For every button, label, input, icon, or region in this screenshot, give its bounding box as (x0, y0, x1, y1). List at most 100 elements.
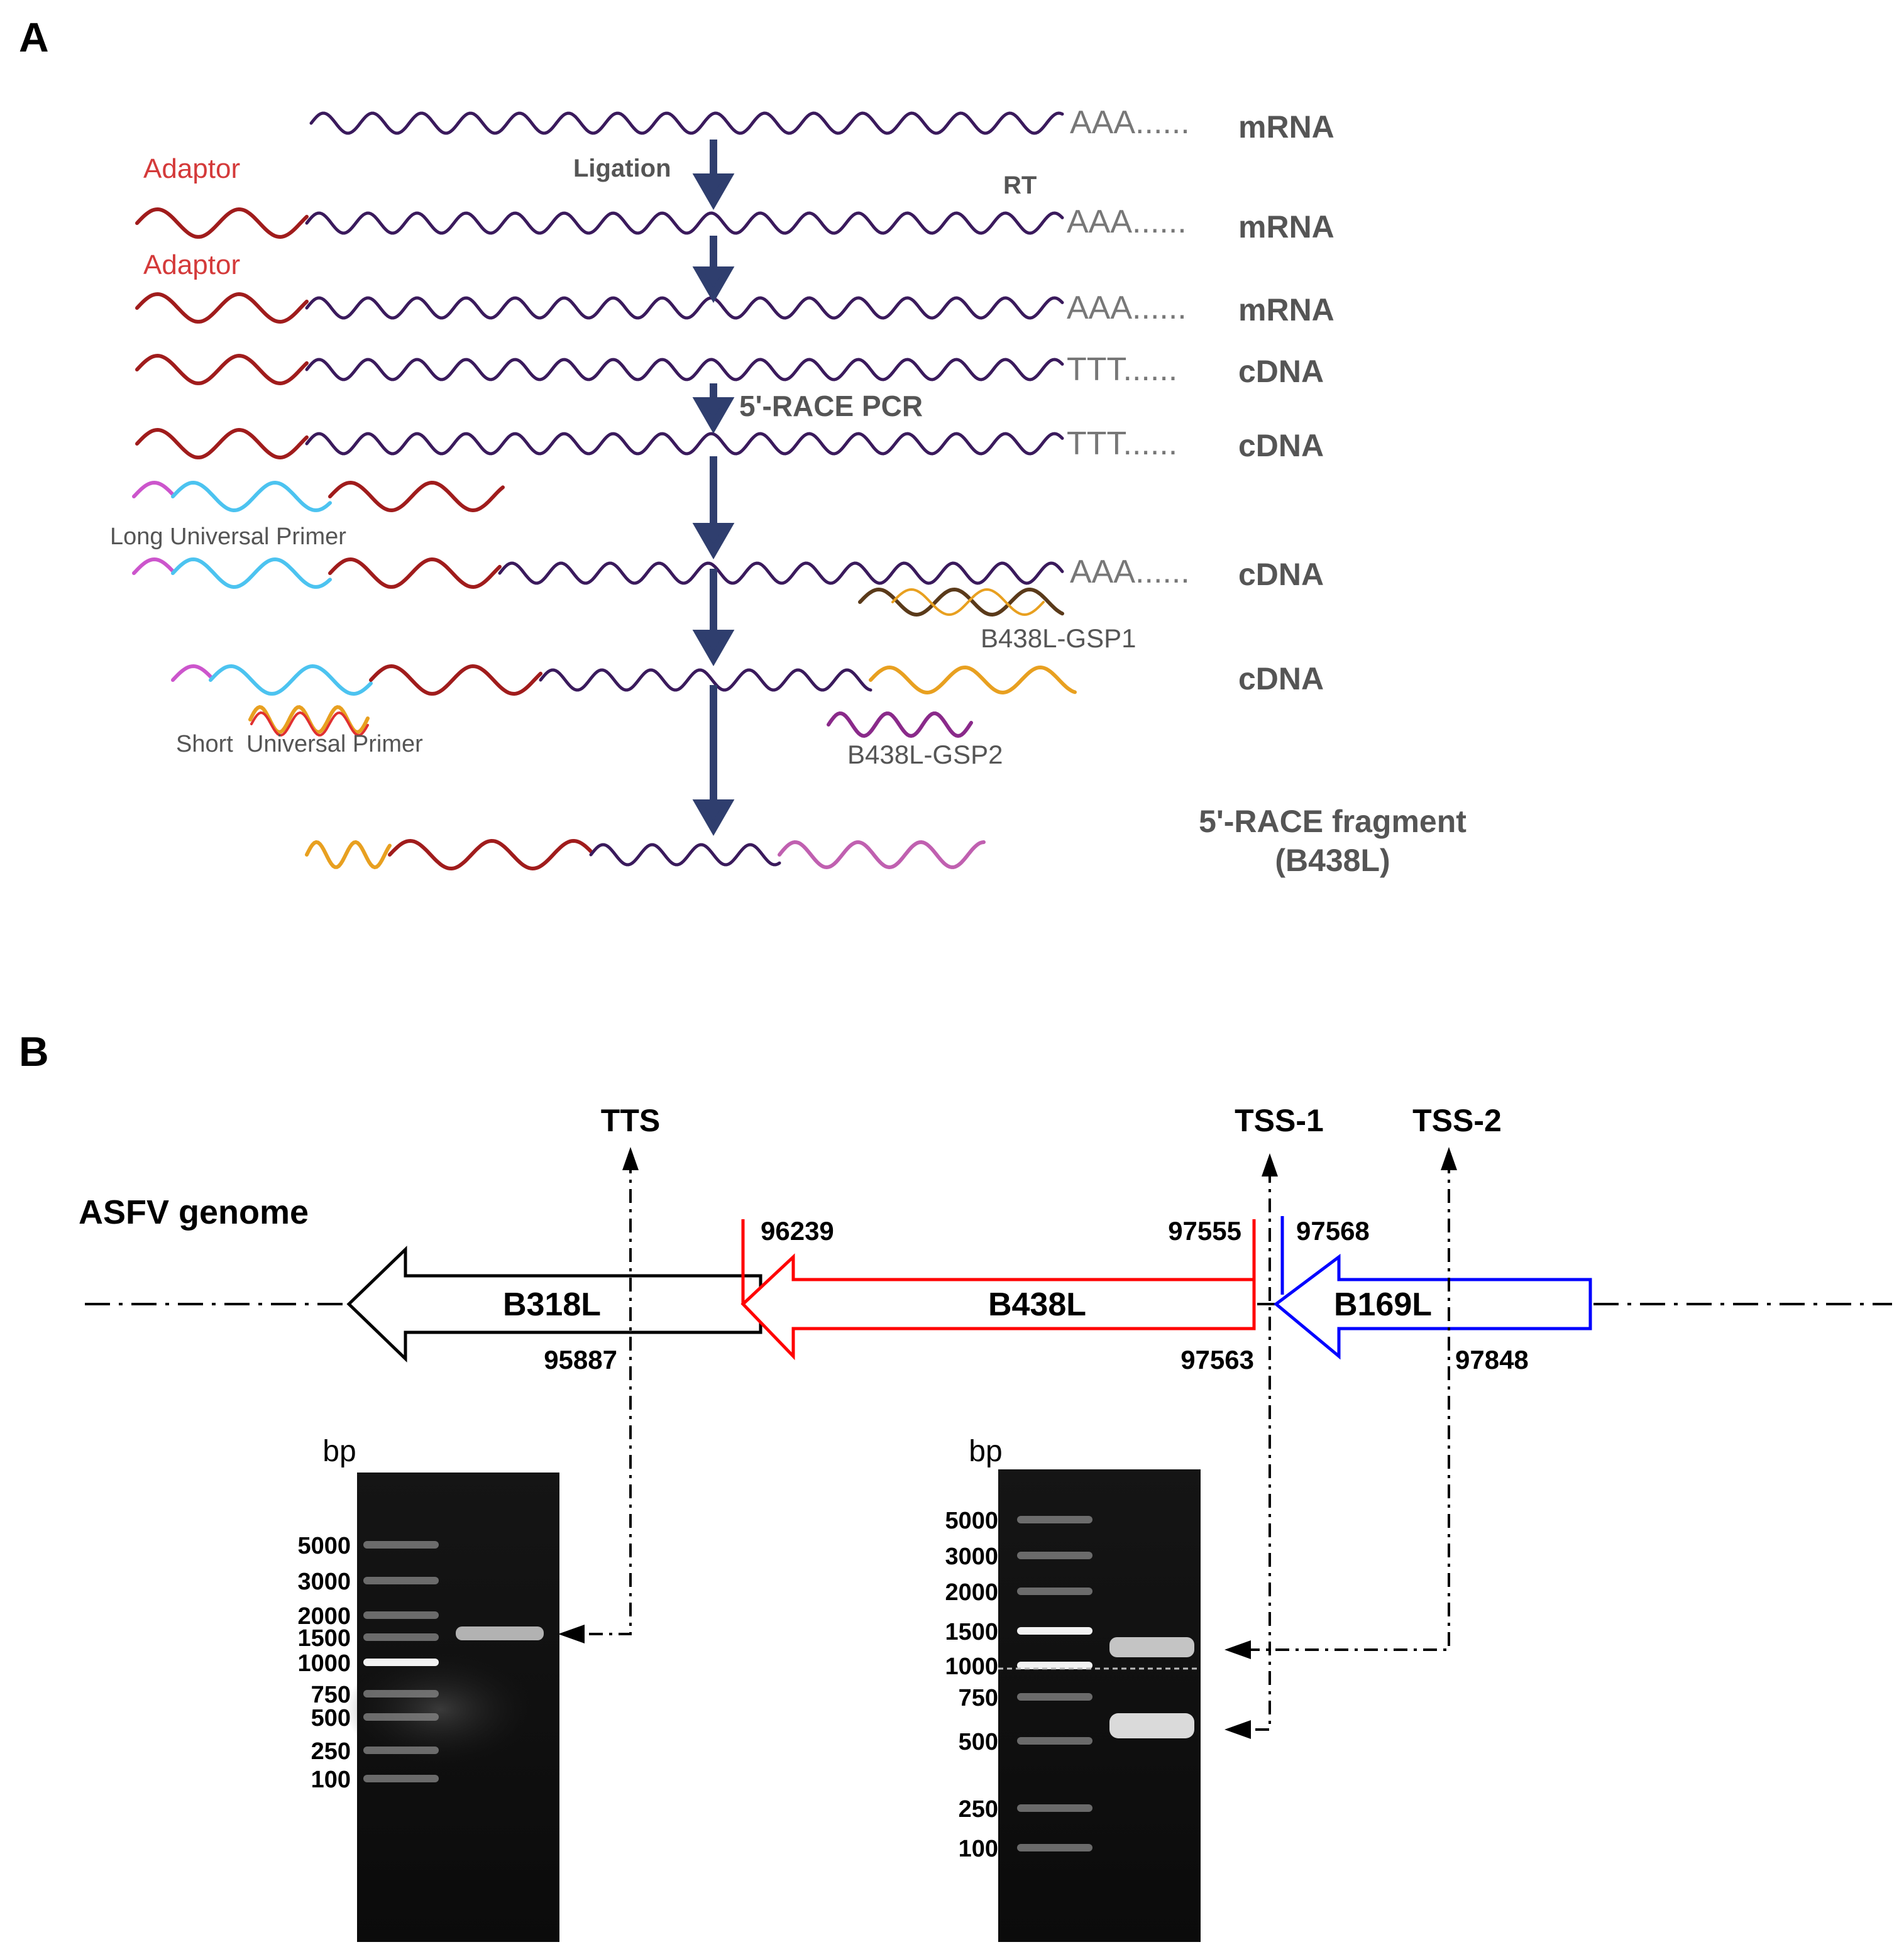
row-label-7: cDNA (1238, 661, 1324, 696)
gel-right-band-upper (1109, 1637, 1194, 1657)
ladder-label: 1500 (945, 1619, 998, 1645)
ladder-band (363, 1611, 439, 1619)
site-tss2: TSS-2 (1412, 1103, 1502, 1138)
row-label-4: cDNA (1238, 354, 1324, 389)
cdna-strand (305, 432, 1064, 456)
gel-right-image (998, 1469, 1201, 1942)
adaptor-label-1: Adaptor (143, 153, 240, 184)
ladder-label: 250 (311, 1738, 351, 1765)
coord-97568: 97568 (1296, 1216, 1370, 1246)
ladder-band (363, 1541, 439, 1549)
gsp1-label: B438L-GSP1 (981, 623, 1136, 653)
fragment-adaptor-segment (388, 838, 593, 871)
gel-right-unit: bp (969, 1435, 1002, 1468)
fragment-cdna-segment (589, 843, 781, 867)
rt-label: RT (1003, 172, 1037, 199)
gsp1-primer-highlight (891, 588, 1045, 617)
coord-97555: 97555 (1168, 1216, 1241, 1246)
gsp1-primer (858, 587, 1064, 617)
tss1-gel-arrowhead (1224, 1720, 1251, 1739)
tts-gel-arrowhead (558, 1625, 585, 1643)
coord-96239: 96239 (761, 1216, 834, 1246)
cdna-strand (305, 358, 1064, 381)
gel-right-ladder (1017, 1516, 1092, 1851)
site-tts: TTS (601, 1103, 660, 1138)
primer-cyan-segment (209, 664, 373, 696)
primer-cyan-segment (171, 557, 332, 590)
ladder-band (363, 1713, 439, 1721)
ladder-label: 2000 (297, 1603, 351, 1630)
short-primer-label: Short Universal Primer (176, 731, 423, 757)
ladder-label: 500 (959, 1729, 998, 1755)
short-primer-red (250, 711, 369, 737)
adaptor-strand (135, 427, 309, 460)
primer-adaptor-segment (328, 480, 505, 513)
tss2-gel-arrowhead (1224, 1640, 1251, 1659)
gel-right-band-lower (1109, 1713, 1194, 1738)
ladder-label: 100 (311, 1767, 351, 1793)
gsp2-primer (827, 711, 973, 738)
tss1-connector (1251, 1169, 1271, 1731)
tss2-connector (1251, 1160, 1450, 1651)
mrna-strand (305, 211, 1064, 235)
primer-cyan-segment (171, 480, 332, 513)
row-label-6: cDNA (1238, 557, 1324, 592)
ladder-band (1017, 1627, 1092, 1635)
fragment-gsp2-segment (778, 840, 986, 870)
ladder-label: 2000 (945, 1579, 998, 1606)
ladder-band (1017, 1662, 1092, 1669)
ladder-band (363, 1577, 439, 1584)
row-tail-5: TTT...... (1067, 425, 1177, 462)
gene-arrow-b169l (1273, 1254, 1592, 1360)
ladder-label: 3000 (297, 1569, 351, 1595)
ladder-label: 5000 (945, 1508, 998, 1534)
adaptor-strand (328, 557, 502, 590)
ladder-band (1017, 1693, 1092, 1701)
long-primer-label: Long Universal Primer (110, 524, 346, 550)
cdna-strand (498, 561, 1064, 585)
fragment-primer-segment (305, 840, 392, 870)
row-tail-1: AAA...... (1070, 104, 1190, 141)
adaptor-strand (369, 664, 542, 696)
tss2-arrowhead-up (1441, 1147, 1457, 1170)
flow-arrows (692, 140, 735, 836)
ladder-band (1017, 1844, 1092, 1851)
cdna-strand (539, 668, 872, 692)
primer-magenta-segment (132, 557, 175, 575)
ladder-label: 750 (959, 1685, 998, 1711)
genome-label: ASFV genome (79, 1193, 309, 1231)
tss1-arrowhead-up (1262, 1153, 1278, 1176)
gel-left-unit: bp (322, 1435, 356, 1468)
ladder-band (363, 1659, 439, 1666)
adaptor-label-2: Adaptor (143, 250, 240, 280)
site-connectors (581, 1160, 1450, 1731)
tts-connector (581, 1160, 632, 1635)
race-fragment-label: 5'-RACE fragment (1199, 804, 1467, 839)
ladder-band (363, 1747, 439, 1754)
connector-arrowheads (558, 1147, 1457, 1739)
gsp1-segment (869, 665, 1077, 695)
gene-label-b438l: B438L (988, 1286, 1086, 1323)
ladder-label: 750 (311, 1682, 351, 1708)
ladder-band (1017, 1552, 1092, 1559)
row-label-1: mRNA (1238, 109, 1334, 145)
primer-magenta-segment (132, 480, 175, 498)
tts-arrowhead-up (622, 1147, 639, 1170)
ladder-band (1017, 1516, 1092, 1523)
coord-97848: 97848 (1455, 1345, 1529, 1374)
row-label-3: mRNA (1238, 292, 1334, 327)
mrna-strand (305, 296, 1064, 320)
row-tail-6: AAA...... (1070, 554, 1190, 590)
ladder-label: 250 (959, 1796, 998, 1823)
adaptor-strand (135, 353, 309, 386)
row-label-5: cDNA (1238, 428, 1324, 463)
ladder-band (363, 1775, 439, 1782)
gene-label-b169l: B169L (1334, 1286, 1432, 1323)
panel-a-label: A (19, 14, 49, 60)
row-label-2: mRNA (1238, 209, 1334, 244)
ladder-band (363, 1633, 439, 1641)
row-tail-4: TTT...... (1067, 351, 1177, 388)
ladder-band (363, 1690, 439, 1697)
